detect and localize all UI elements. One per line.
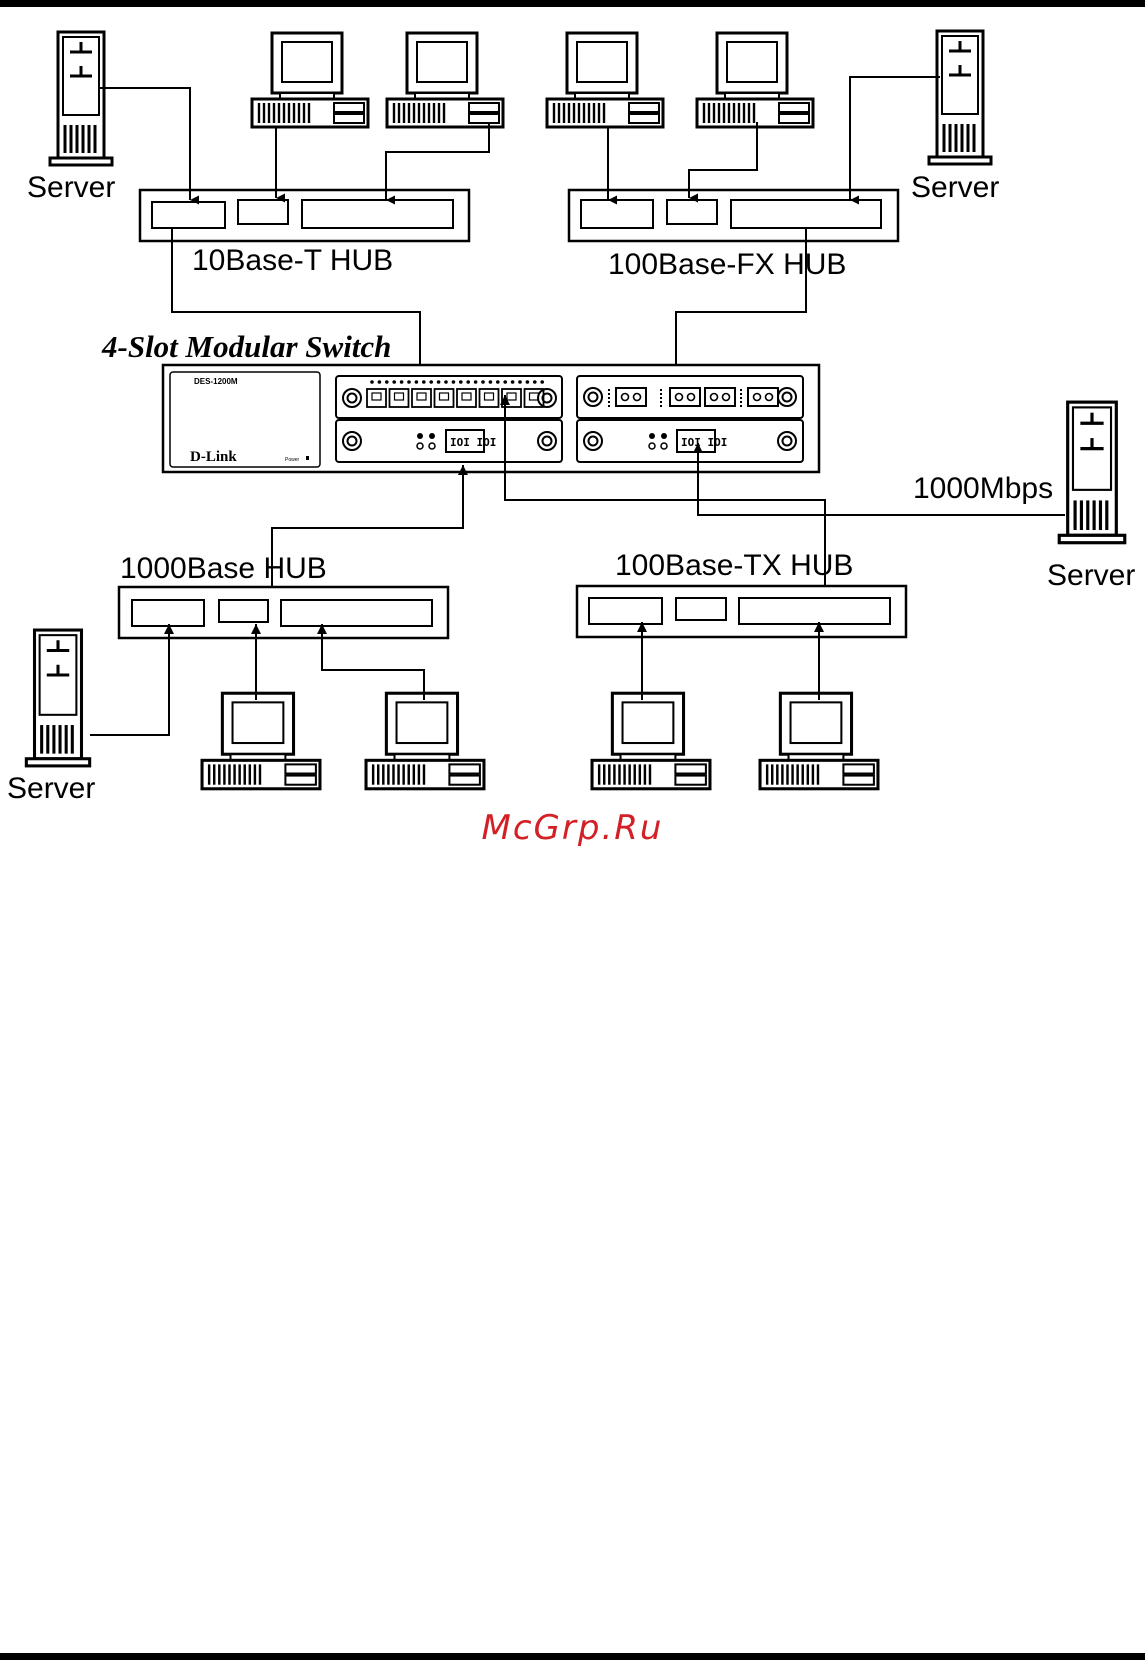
hub-100basetx-label: 100Base-TX HUB (615, 549, 853, 582)
bottom-border (0, 1653, 1145, 1660)
switch-model: DES-1200M (194, 377, 238, 386)
watermark: McGrp.Ru (0, 808, 1145, 848)
link-speed-label: 1000Mbps (913, 472, 1053, 505)
server-icon (929, 31, 991, 164)
module-led (649, 433, 655, 439)
module-led (429, 433, 435, 439)
server-top-left-label: Server (27, 171, 115, 204)
port-led (407, 380, 411, 384)
port-led (415, 380, 419, 384)
workstation-icon (387, 33, 503, 127)
port-led (526, 380, 530, 384)
fiber-port-label: IOI IOI (450, 436, 496, 449)
port-led (400, 380, 404, 384)
server-icon (26, 630, 89, 766)
port-led (444, 380, 448, 384)
port-led (518, 380, 522, 384)
network-diagram: 10Base-T HUB Server 100Base-FX HUB Serve… (0, 0, 1145, 800)
port-led (540, 380, 544, 384)
port-led (496, 380, 500, 384)
port-led (378, 380, 382, 384)
server-right-label: Server (1047, 559, 1135, 592)
switch-title: 4-Slot Modular Switch (101, 329, 391, 364)
server-bottom-left-label: Server (7, 772, 95, 800)
workstation-icon (760, 693, 878, 789)
server-top-right-label: Server (911, 171, 999, 204)
port-led (489, 380, 493, 384)
port-led (481, 380, 485, 384)
port-led (533, 380, 537, 384)
port-led (392, 380, 396, 384)
workstation-icon (366, 693, 484, 789)
workstation-icon (592, 693, 710, 789)
port-led (370, 380, 374, 384)
port-led (474, 380, 478, 384)
port-led (503, 380, 507, 384)
port-led (437, 380, 441, 384)
hub-100basefx (569, 190, 898, 241)
port-led (466, 380, 470, 384)
workstation-icon (697, 33, 813, 127)
workstation-icon (202, 693, 320, 789)
port-led (452, 380, 456, 384)
port-led (385, 380, 389, 384)
hub-1000base-label: 1000Base HUB (120, 552, 327, 585)
hub-10baset-label: 10Base-T HUB (192, 244, 393, 277)
port-led (429, 380, 433, 384)
fiber-port-label: IOI IOI (681, 436, 727, 449)
module-led (661, 433, 667, 439)
server-icon (50, 32, 112, 165)
switch-power-label: Power (285, 457, 300, 463)
switch-brand: D-Link (190, 449, 237, 465)
workstation-icon (547, 33, 663, 127)
hub-100basetx (577, 586, 906, 637)
port-led (459, 380, 463, 384)
workstation-icon (252, 33, 368, 127)
hub-100basefx-label: 100Base-FX HUB (608, 248, 846, 281)
module-led (417, 433, 423, 439)
server-icon (1059, 402, 1125, 543)
port-led (511, 380, 515, 384)
power-led (306, 456, 309, 460)
port-led (422, 380, 426, 384)
